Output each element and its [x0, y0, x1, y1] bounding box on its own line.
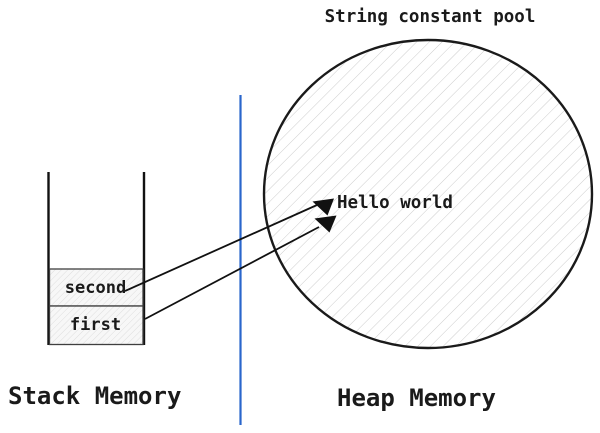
string-constant-pool-circle [262, 38, 594, 350]
heap-memory-label: Heap Memory [337, 384, 496, 412]
stack-memory-label: Stack Memory [8, 382, 182, 410]
string-value-label: Hello world [337, 193, 453, 213]
stack-frame-first-cell [48, 305, 144, 346]
second-reference-line [124, 204, 318, 292]
stack-frame-second-label: second [64, 277, 127, 298]
first-reference-line [144, 226, 320, 320]
pool-title-label: String constant pool [324, 7, 536, 27]
stack-frame-first-label: first [69, 315, 122, 335]
first-arrowhead-icon [314, 215, 337, 233]
stack-frame-second-cell [48, 268, 144, 307]
second-arrowhead-icon [312, 198, 334, 216]
